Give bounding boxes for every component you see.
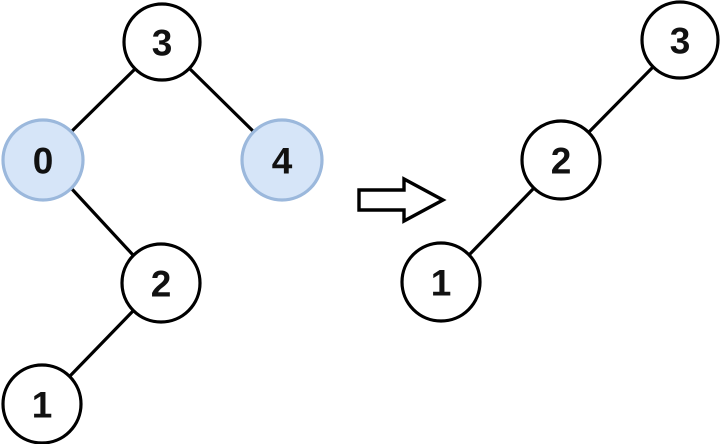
node-0-left[interactable]: 0 bbox=[1, 118, 85, 202]
node-3-right-circle[interactable] bbox=[640, 0, 720, 80]
node-1-right-label: 1 bbox=[431, 263, 452, 304]
edge-0-to-2 bbox=[69, 186, 135, 257]
edge-3-to-4 bbox=[188, 67, 257, 135]
edge-2-to-1 bbox=[68, 309, 135, 378]
node-3-left-label: 3 bbox=[152, 23, 173, 64]
node-2-left-circle[interactable] bbox=[120, 242, 202, 324]
node-2-left[interactable]: 2 bbox=[120, 242, 202, 324]
node-3-left-circle[interactable] bbox=[122, 2, 202, 82]
edge-3-to-2-right bbox=[586, 65, 655, 135]
node-1-left-circle[interactable] bbox=[1, 363, 83, 444]
node-3-left[interactable]: 3 bbox=[122, 2, 202, 82]
node-4-left[interactable]: 4 bbox=[240, 118, 324, 202]
node-1-right[interactable]: 1 bbox=[400, 241, 482, 323]
node-4-left-label: 4 bbox=[272, 141, 293, 182]
node-2-right[interactable]: 2 bbox=[520, 119, 602, 201]
node-3-right[interactable]: 3 bbox=[640, 0, 720, 80]
node-1-left-label: 1 bbox=[32, 385, 53, 426]
edge-2-to-1-right bbox=[467, 186, 536, 257]
node-1-left[interactable]: 1 bbox=[1, 363, 83, 444]
edge-3-to-0 bbox=[68, 67, 137, 135]
right-arrow-icon bbox=[357, 176, 447, 224]
node-2-left-label: 2 bbox=[151, 264, 172, 305]
node-2-right-label: 2 bbox=[551, 141, 572, 182]
node-1-right-circle[interactable] bbox=[400, 241, 482, 323]
before-tree-group: 3 0 4 2 1 bbox=[1, 2, 324, 444]
transform-arrow-group bbox=[357, 176, 447, 224]
node-3-right-label: 3 bbox=[670, 21, 691, 62]
before-tree-edges bbox=[68, 67, 257, 378]
node-2-right-circle[interactable] bbox=[520, 119, 602, 201]
node-0-left-circle[interactable] bbox=[1, 118, 85, 202]
node-0-left-label: 0 bbox=[33, 141, 54, 182]
after-tree-group: 3 2 1 bbox=[400, 0, 720, 323]
node-4-left-circle[interactable] bbox=[240, 118, 324, 202]
after-tree-edges bbox=[467, 65, 655, 257]
